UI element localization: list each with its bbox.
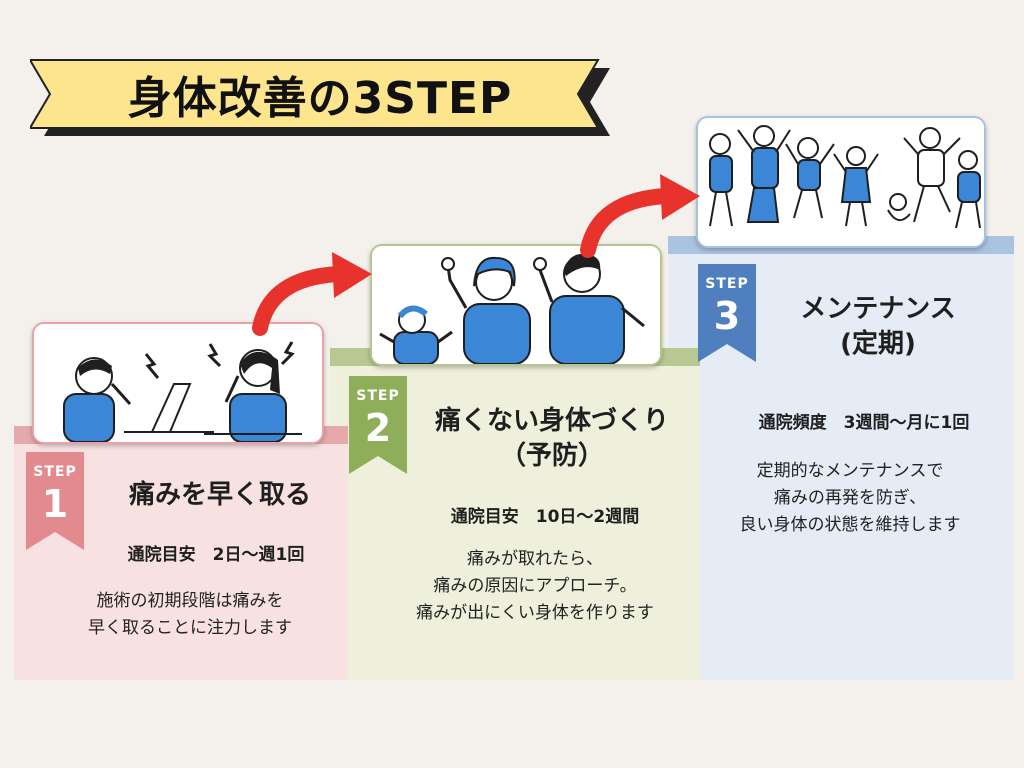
page-title: 身体改善の3STEP (127, 73, 513, 124)
step3-title-line: (定期) (840, 329, 916, 360)
step1-badge: STEP 1 (26, 452, 84, 550)
step2-desc-line: 痛みが取れたら、 (467, 549, 603, 569)
step3-badge: STEP 3 (698, 264, 756, 362)
step3-desc-line: 痛みの再発を防ぎ、 (773, 488, 927, 509)
step2-desc-line: 痛みが出にくい身体を作ります (416, 603, 654, 624)
step1-title: 痛みを早く取る (128, 480, 311, 510)
step1-desc-line: 施術の初期段階は痛みを (96, 591, 284, 611)
step2-title: 痛くない身体づくり （予防） (402, 404, 702, 474)
step3-desc-line: 良い身体の状態を維持します (739, 515, 961, 536)
step2-number: 2 (364, 406, 392, 450)
step2-description: 痛みが取れたら、 痛みの原因にアプローチ。 痛みが出にくい身体を作ります (370, 546, 700, 628)
step2-badge: STEP 2 (349, 376, 407, 474)
step3-desc-line: 定期的なメンテナンスで (756, 461, 944, 481)
step3-badge-label: STEP (705, 276, 749, 292)
step3-guide: 通院頻度 3週間～月に1回 (758, 413, 970, 433)
step2-title-line: 痛くない身体づくり (434, 406, 669, 436)
step1-illustration (32, 322, 324, 444)
step1-to-step2-arrow-icon (252, 252, 372, 336)
step3-number: 3 (713, 294, 741, 338)
step3-title-line: メンテナンス (800, 294, 956, 324)
title-banner: 身体改善の3STEP (30, 58, 610, 138)
step2-to-step3-arrow-icon (580, 174, 700, 258)
step1-guide: 通院目安 2日～週1回 (127, 545, 305, 565)
step2-badge-label: STEP (356, 388, 400, 404)
step2-title-line: （予防） (499, 441, 604, 472)
step1-description: 施術の初期段階は痛みを 早く取ることに注力します (40, 588, 340, 642)
step1-desc-line: 早く取ることに注力します (88, 618, 292, 639)
step3-description: 定期的なメンテナンスで 痛みの再発を防ぎ、 良い身体の状態を維持します (700, 458, 1000, 540)
step1-badge-label: STEP (33, 464, 77, 480)
step3-title: メンテナンス (定期) (770, 292, 986, 362)
step2-illustration (370, 244, 662, 366)
step1-number: 1 (41, 482, 69, 526)
step3-illustration (696, 116, 986, 248)
step2-desc-line: 痛みの原因にアプローチ。 (433, 576, 637, 597)
step2-guide: 通院目安 10日～2週間 (450, 507, 640, 527)
